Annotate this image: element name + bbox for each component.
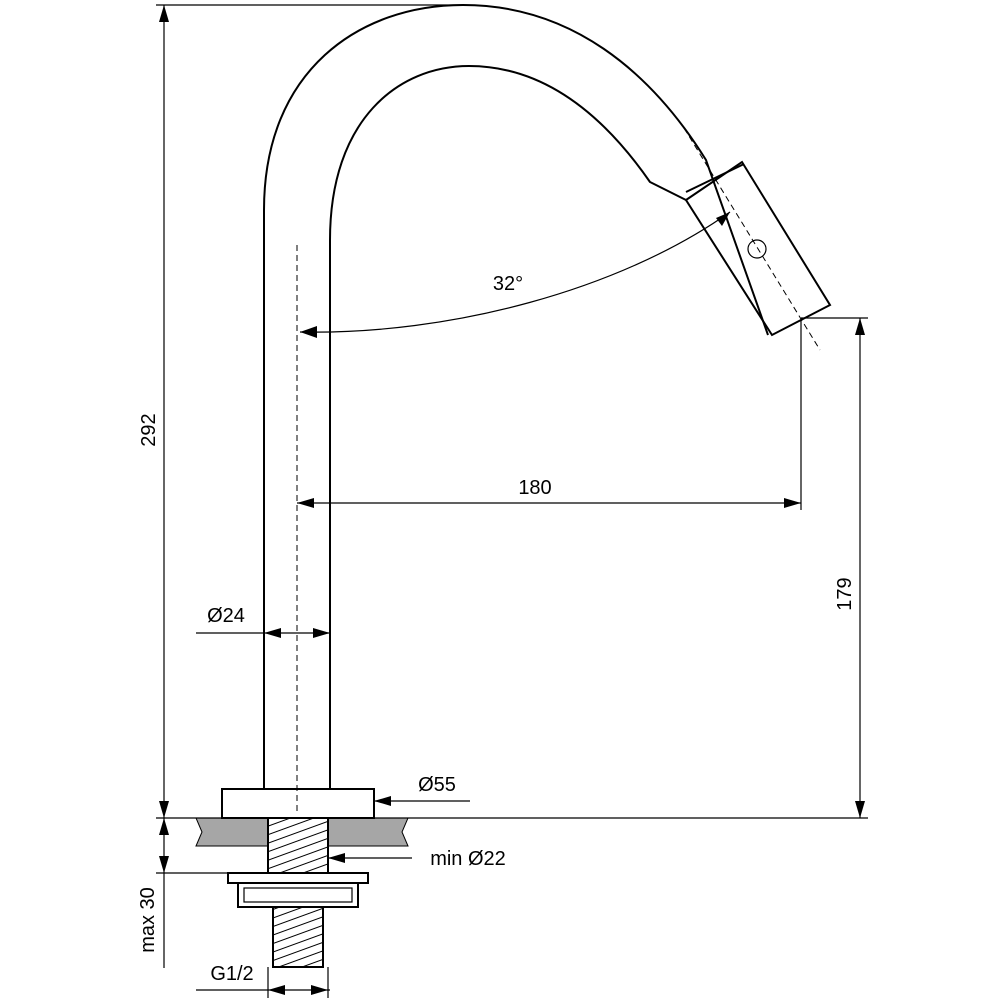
mounting-nut [237,882,359,908]
dim-d24-arrow-right [313,628,330,638]
dim-292-arrow-bottom [159,801,169,818]
dim-292-arrow-top [159,5,169,22]
dim-d24-label: Ø24 [207,605,245,627]
dim-max30-arrow-top [159,818,169,835]
dim-g12-arrow-left [268,985,285,995]
base-flange [221,788,375,819]
mounting-washer [227,872,369,884]
dim-d24-arrow-left [264,628,281,638]
dim-angle-arrow-right [716,212,730,226]
dim-179-arrow-bottom [855,801,865,818]
aerator-centerline [683,127,821,351]
aerator-joint [685,163,745,193]
dim-max30-arrow-bottom [159,856,169,873]
dim-angle-arc [299,211,731,333]
dim-g12-arrow-right [311,985,328,995]
dim-d22-label: min Ø22 [430,848,506,870]
dim-180-label: 180 [518,477,551,499]
dim-179-label: 179 [834,577,856,610]
dim-g12-label: G1/2 [210,963,253,985]
threaded-shank [267,817,329,874]
spout-outer-profile [263,3,769,789]
connector-thread [272,906,324,968]
dim-d55-arrow [374,796,391,806]
spout-inner-profile [329,64,687,789]
dim-angle-arrow-left [300,326,317,338]
dim-179-arrow-top [855,318,865,335]
aerator-center-mark [747,239,767,259]
dim-d22-arrow [328,853,345,863]
dim-max30-label: max 30 [137,887,159,953]
dim-d55-label: Ø55 [418,774,456,796]
dim-180-arrow-left [297,498,314,508]
nut-ring [243,887,353,903]
dim-292-label: 292 [138,413,160,446]
dim-180-arrow-right [784,498,801,508]
dim-angle-label: 32° [493,273,523,295]
